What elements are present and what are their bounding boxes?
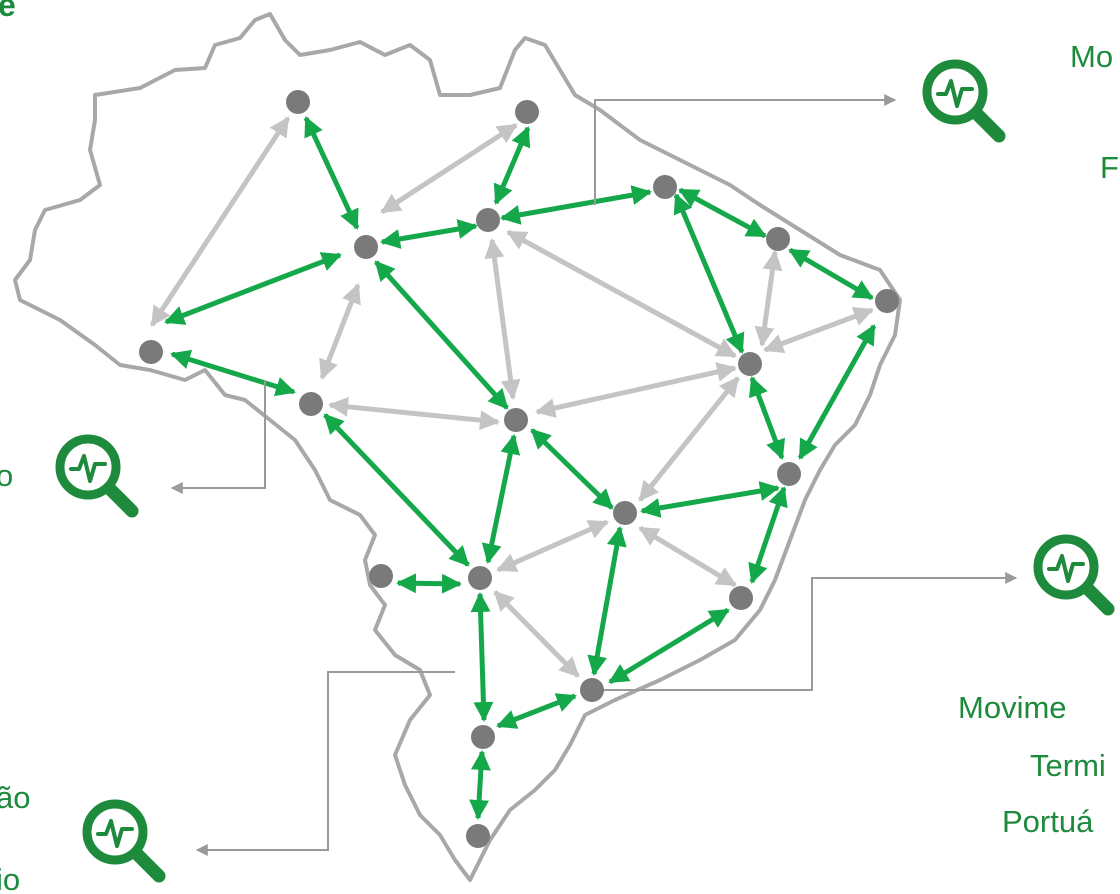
green-arrow xyxy=(396,573,462,594)
green-arrow xyxy=(640,481,780,518)
node xyxy=(515,100,539,124)
label-bottom-left-1: ão xyxy=(0,780,30,815)
node xyxy=(580,678,604,702)
node xyxy=(471,725,495,749)
node xyxy=(729,586,753,610)
node xyxy=(653,175,677,199)
green-arrows xyxy=(164,116,877,820)
green-arrow xyxy=(496,693,577,729)
green-arrow xyxy=(797,324,877,460)
node xyxy=(613,501,637,525)
gray-arrow xyxy=(754,250,783,347)
node xyxy=(875,289,899,313)
corner-fragment: e xyxy=(0,0,16,23)
label-left-mid: o xyxy=(0,458,13,493)
green-arrow xyxy=(587,526,627,676)
green-arrow xyxy=(380,219,478,249)
green-arrow xyxy=(469,750,491,820)
gray-arrows xyxy=(149,116,874,678)
green-arrow xyxy=(608,607,730,685)
label-top-right-2: F xyxy=(1100,150,1119,185)
connector-bottom-left xyxy=(195,671,455,856)
gray-arrow xyxy=(319,283,361,380)
green-arrow xyxy=(164,252,342,325)
node xyxy=(286,90,310,114)
green-arrow xyxy=(374,260,509,410)
green-arrow xyxy=(303,116,360,230)
node xyxy=(354,235,378,259)
node xyxy=(777,462,801,486)
node xyxy=(468,566,492,590)
gray-arrow xyxy=(149,116,291,327)
node xyxy=(738,352,762,376)
gray-arrow xyxy=(535,362,737,418)
magnifier-pulse-icon[interactable] xyxy=(82,799,166,883)
connector-top-right xyxy=(594,94,897,205)
green-arrow xyxy=(748,486,788,584)
gray-arrow xyxy=(493,590,580,678)
green-arrow xyxy=(481,434,521,564)
gray-arrow xyxy=(380,122,518,215)
label-bottom-left-2: io xyxy=(0,862,20,894)
gray-arrow xyxy=(763,306,874,354)
connector-bottom-right xyxy=(600,572,1018,691)
green-arrow xyxy=(470,592,494,722)
magnifier-pulse-icon[interactable] xyxy=(55,434,139,518)
label-top-right-1: Mo xyxy=(1070,39,1113,74)
node xyxy=(466,824,490,848)
green-arrow xyxy=(748,376,786,460)
node xyxy=(139,340,163,364)
node xyxy=(369,564,393,588)
green-arrow xyxy=(678,187,767,239)
label-bottom-right-2: Termi xyxy=(1030,748,1106,783)
green-arrow xyxy=(170,349,296,397)
connector-left xyxy=(170,380,266,494)
gray-arrow xyxy=(638,525,737,588)
green-arrow xyxy=(788,247,874,301)
green-arrow xyxy=(500,185,652,225)
gray-arrow xyxy=(328,396,500,431)
gray-arrow xyxy=(638,376,740,502)
node xyxy=(504,408,528,432)
nodes xyxy=(139,90,899,848)
node xyxy=(299,392,323,416)
magnifier-pulse-icon[interactable] xyxy=(1033,534,1115,616)
country-outline xyxy=(13,12,902,882)
gray-arrow xyxy=(484,238,521,400)
gray-arrow xyxy=(496,519,609,573)
magnifier-pulse-icon[interactable] xyxy=(922,59,1006,143)
connector-lines xyxy=(170,94,1018,856)
green-arrow xyxy=(493,126,531,205)
node xyxy=(766,227,790,251)
green-arrow xyxy=(530,428,614,510)
label-bottom-right-3: Portuá xyxy=(1002,804,1094,839)
node xyxy=(476,208,500,232)
green-arrow xyxy=(323,413,470,567)
label-bottom-right-1: Movime xyxy=(958,690,1067,725)
